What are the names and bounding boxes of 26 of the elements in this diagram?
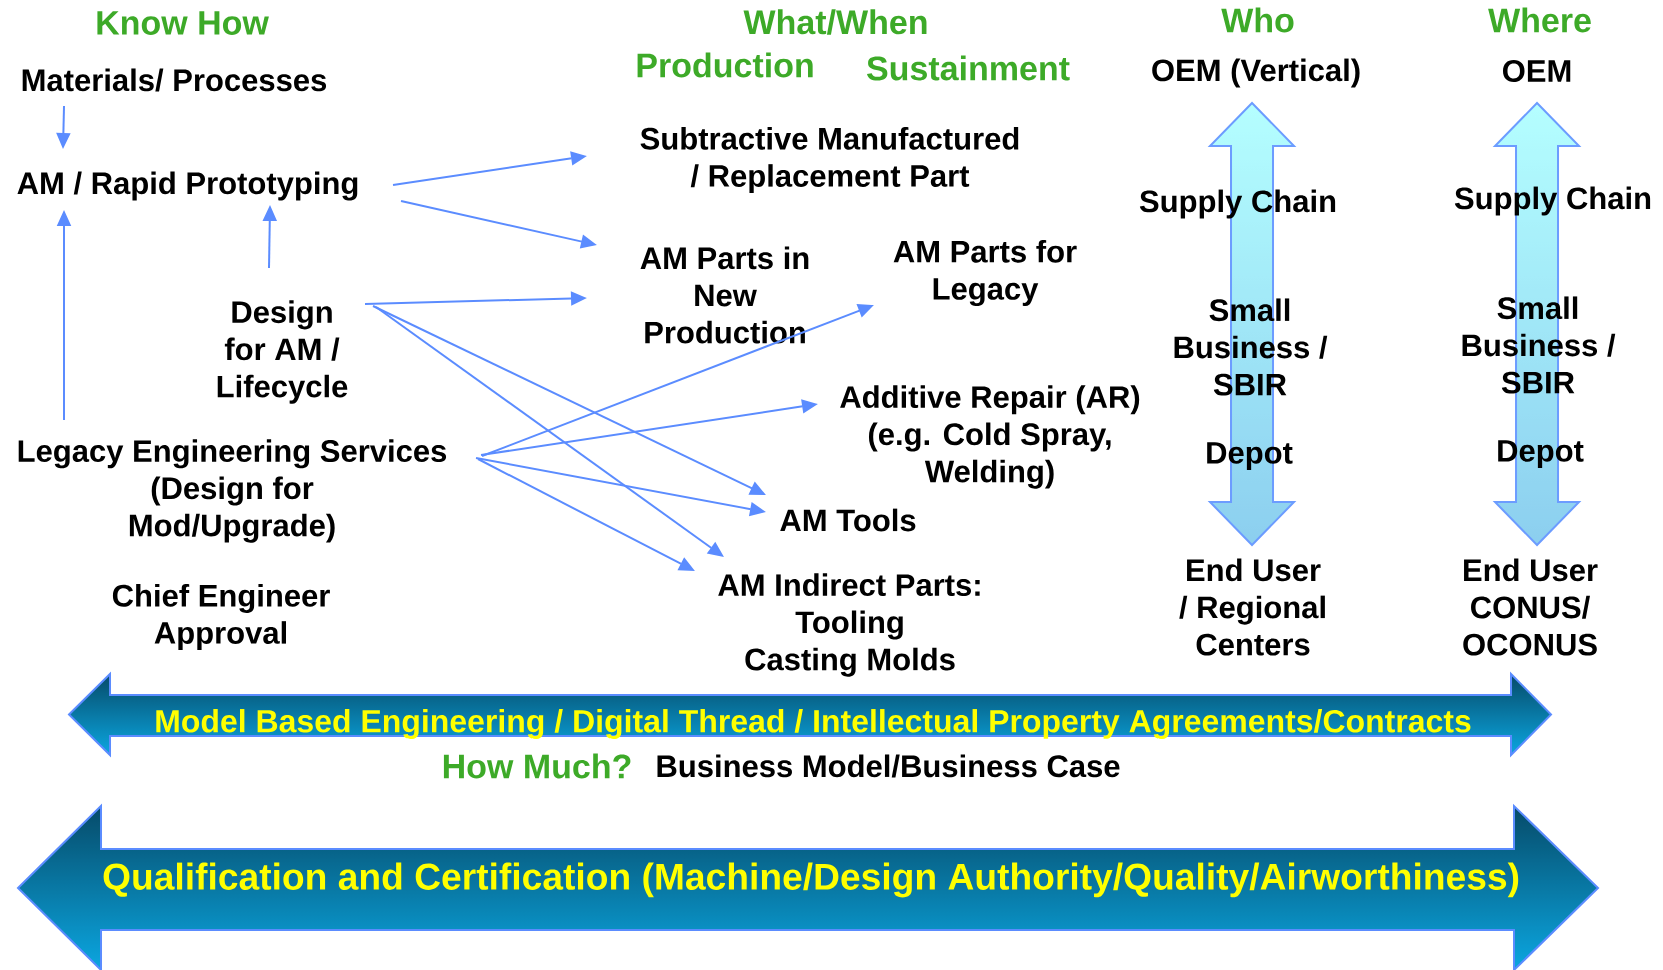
subtitle-text: Business Model/Business Case [657,754,1120,778]
node-text: Additive Repair (AR) (e.g. Cold Spray, Welding) [840,385,1140,489]
node-text: AM Tools [780,508,916,532]
section-heading: Who [1221,7,1294,33]
column-label: End User / Regional Centers [1179,558,1325,656]
section-heading: Know How [97,11,269,35]
column-label: End User CONUS/ OCONUS [1463,558,1598,656]
node-text: Subtractive Manufactured / Replacement Part [640,126,1019,194]
section-heading: Production [637,52,813,78]
banner-text: Qualification and Certification (Machine/Design Authority/Quality/Airworthiness) [103,862,1519,898]
question-heading: How Much? [443,753,631,779]
node-text: Design for AM / Lifecycle [217,300,348,404]
section-heading: Where [1488,7,1591,33]
section-heading: Sustainment [866,55,1070,81]
node-text: Materials/ Processes [22,68,327,92]
node-text: AM Parts for Legacy [893,239,1077,307]
node-text: AM Indirect Parts: Tooling Casting Molds [718,573,980,677]
arrow-label: Depot [1498,440,1584,468]
banner-text: Model Based Engineering / Digital Thread / Intellectual Property Agreements/Contracts [156,709,1471,739]
column-label: OEM (Vertical) [1152,58,1360,88]
arrow-label: Depot [1207,442,1293,470]
node-text: Legacy Engineering Services (Design for Mod/Upgrade) [18,439,447,543]
node-text: AM / Rapid Prototyping [17,171,358,201]
column-label: OEM [1503,60,1571,82]
section-heading: What/When [743,9,927,35]
node-text: AM Parts in New Production [640,246,809,344]
